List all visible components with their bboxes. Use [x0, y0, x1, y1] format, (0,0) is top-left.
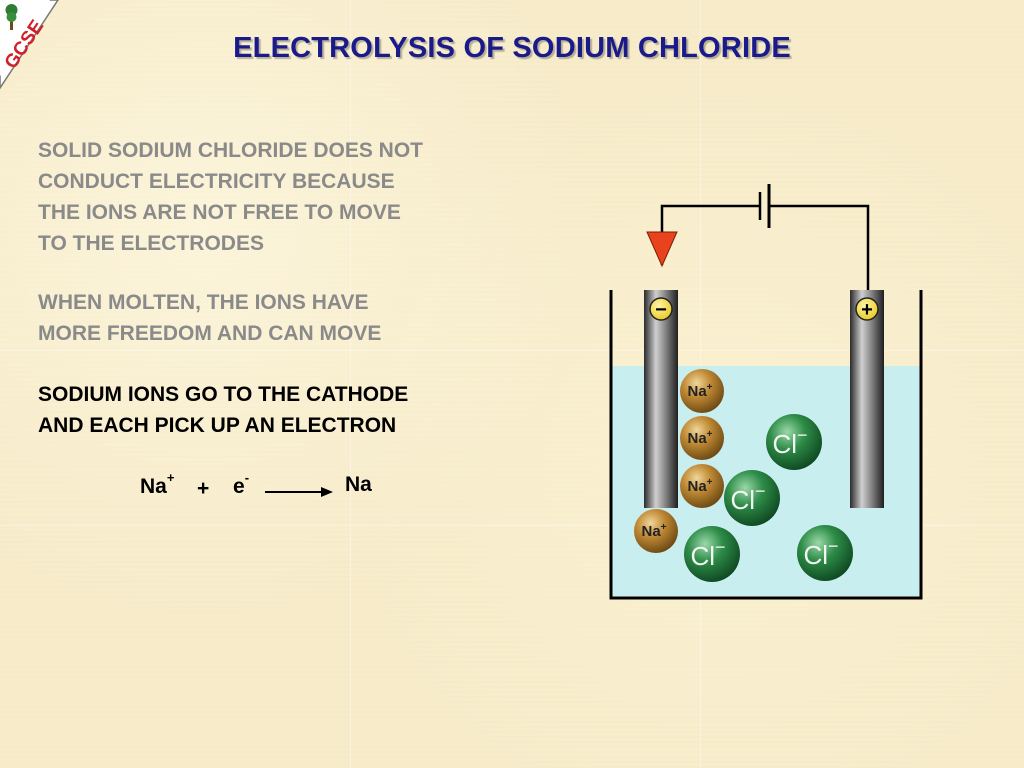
- svg-text:Cl−: Cl−: [803, 536, 838, 570]
- background-seam: [0, 350, 1024, 351]
- sodium-ion: Na+: [634, 509, 678, 553]
- sodium-ion: Na+: [680, 416, 724, 460]
- page-title: ELECTROLYSIS OF SODIUM CHLORIDE: [233, 32, 791, 64]
- chloride-ion: Cl−: [724, 470, 780, 526]
- chloride-ion: Cl−: [797, 525, 853, 581]
- battery-icon: [758, 184, 771, 228]
- svg-text:Na+: Na+: [641, 522, 666, 540]
- paragraph-cathode: SODIUM IONS GO TO THE CATHODE AND EACH P…: [38, 383, 409, 437]
- tree-icon: [5, 4, 18, 30]
- svg-text:Cl−: Cl−: [690, 537, 725, 571]
- anode-electrode: [850, 290, 884, 508]
- svg-text:Cl−: Cl−: [772, 425, 807, 459]
- chloride-ion: Cl−: [684, 526, 740, 582]
- svg-text:Na+: Na+: [687, 477, 712, 495]
- circuit-wire: [660, 204, 870, 290]
- gcse-badge: GCSE: [0, 0, 110, 110]
- background-seam: [350, 0, 351, 768]
- sodium-ion: Na+: [680, 369, 724, 413]
- anode-sign-icon: [855, 297, 879, 321]
- equation-electron: e-: [233, 470, 250, 498]
- anode-sign-label: +: [861, 299, 873, 321]
- cathode-sign-label: −: [655, 299, 667, 321]
- svg-text:Na+: Na+: [687, 382, 712, 400]
- beaker: [609, 290, 923, 600]
- equation-plus: +: [197, 477, 210, 500]
- electrolysis-cell: − + Na+ Na+ Na+ Na+ Cl− Cl− Cl− Cl−: [609, 184, 923, 600]
- cathode-sign-icon: [649, 297, 673, 321]
- paragraph-solid: SOLID SODIUM CHLORIDE DOES NOT CONDUCT E…: [38, 139, 424, 255]
- paragraph-molten: WHEN MOLTEN, THE IONS HAVE MORE FREEDOM …: [38, 291, 382, 345]
- background-seam: [0, 525, 1024, 526]
- reaction-arrow-icon: [265, 487, 333, 497]
- sodium-ion: Na+: [680, 464, 724, 508]
- equation-reactant-na: Na+: [140, 470, 175, 498]
- electron-flow-arrow-icon: [646, 231, 678, 268]
- equation-product-na: Na: [345, 473, 372, 496]
- svg-text:Cl−: Cl−: [730, 481, 765, 515]
- chloride-ion: Cl−: [766, 414, 822, 470]
- cathode-electrode: [644, 290, 678, 508]
- svg-text:Na+: Na+: [687, 429, 712, 447]
- charge-plus: +: [166, 470, 175, 485]
- charge-minus: -: [244, 470, 250, 485]
